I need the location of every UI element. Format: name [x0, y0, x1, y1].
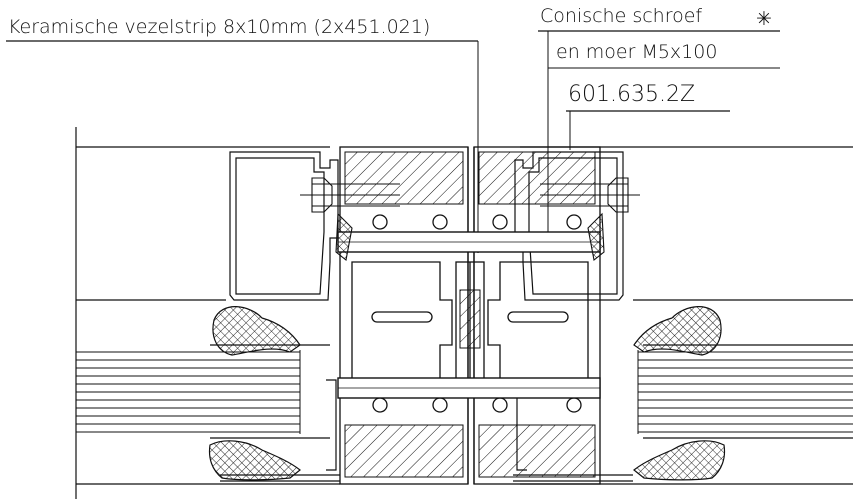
ceramic-strip-top-right [478, 151, 596, 205]
left-glass-panel [76, 350, 301, 434]
screw-label-line2: en moer M5x100 [556, 41, 717, 63]
left-gasket-bottom [208, 440, 301, 481]
ceramic-strip-top-left [344, 151, 464, 205]
right-glass-panel [637, 350, 853, 434]
conical-screw-bottom [337, 377, 601, 399]
ceramic-strip-bottom-right [478, 424, 596, 478]
strip-label-text: Keramische vezelstrip 8x10mm (2x451.021) [8, 16, 430, 38]
screw-label-line1: Conische schroef [540, 5, 702, 27]
left-gasket-top [212, 306, 301, 356]
ceramic-strip-bottom-left [344, 424, 464, 478]
strip-label: Keramische vezelstrip 8x10mm (2x451.021) [6, 16, 479, 253]
screw-label: Conische schroef ✳ en moer M5x100 601.63… [538, 5, 780, 242]
asterisk-marker: ✳ [756, 8, 772, 30]
center-hatch-strip [459, 289, 481, 349]
conical-screw-top [337, 231, 601, 253]
article-number: 601.635.2Z [568, 82, 695, 107]
right-gasket-top [633, 306, 722, 356]
left-screw-detail [300, 177, 400, 262]
right-gasket-bottom [633, 440, 726, 481]
left-frame [75, 127, 340, 499]
right-screw-detail [540, 177, 640, 262]
